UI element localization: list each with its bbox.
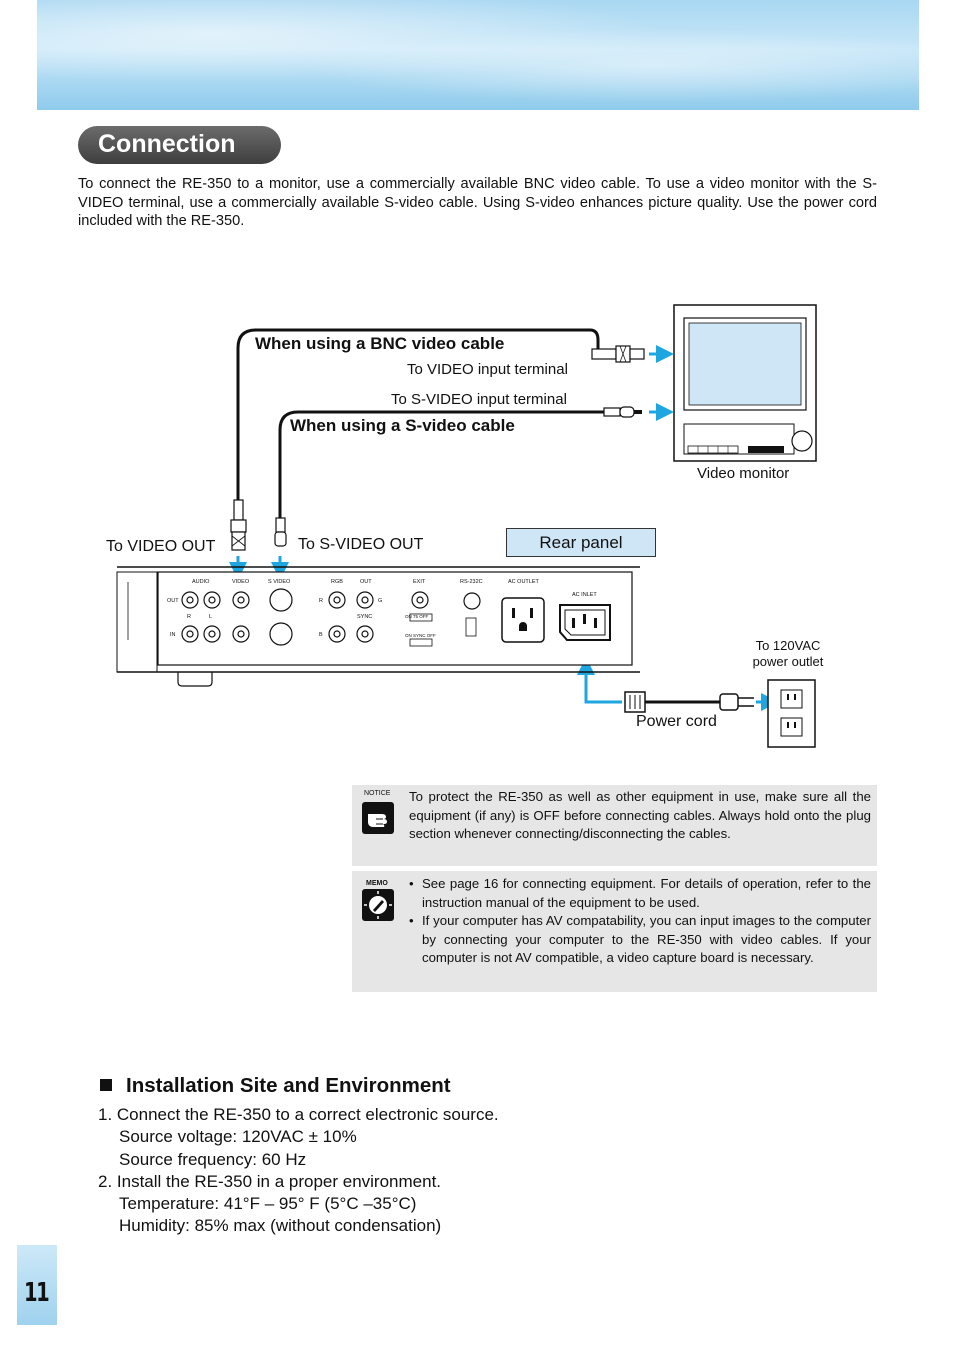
panel-label-g: G <box>378 598 382 604</box>
page-tab <box>17 1245 57 1325</box>
header-banner <box>37 0 919 110</box>
power-cord-label: Power cord <box>636 713 717 730</box>
panel-label-b: B <box>319 632 323 638</box>
panel-label-sync: SYNC <box>357 614 372 620</box>
panel-label-on-sync-off: ON SYNC OFF <box>405 633 436 638</box>
memo-item: If your computer has AV compatability, y… <box>409 912 871 968</box>
panel-label-on-off: ON 75 OFF <box>405 614 429 619</box>
section-title-pill: Connection <box>78 126 281 164</box>
panel-label-ac-inlet: AC INLET <box>572 592 597 598</box>
installation-steps: 1. Connect the RE-350 to a correct elect… <box>98 1104 499 1238</box>
svideo-cable <box>274 406 642 547</box>
notice-text: To protect the RE-350 as well as other e… <box>409 789 871 841</box>
panel-label-l: L <box>209 614 212 620</box>
connection-arrows <box>229 345 674 704</box>
panel-label-video: VIDEO <box>232 579 250 585</box>
outlet-label: To 120VAC power outlet <box>738 638 838 670</box>
hand-pointer-icon <box>362 802 394 834</box>
notice-icon-label: NOTICE <box>364 790 391 797</box>
panel-label-audio: AUDIO <box>192 579 210 585</box>
outlet-label-line1: To 120VAC <box>755 638 821 653</box>
panel-label-out-port: OUT <box>167 598 179 604</box>
panel-label-out: OUT <box>360 579 372 585</box>
notice-box: NOTICE To protect the RE-350 as well as … <box>352 785 877 866</box>
panel-label-rs232c: RS-232C <box>460 579 483 585</box>
panel-label-exit: EXIT <box>413 579 426 585</box>
rear-panel-device <box>116 566 640 687</box>
panel-label-ac-outlet: AC OUTLET <box>508 579 540 585</box>
installation-heading-text: Installation Site and Environment <box>126 1074 451 1097</box>
step-1-voltage: Source voltage: 120VAC ± 10% <box>119 1127 357 1147</box>
to-svideo-out-label: To S-VIDEO OUT <box>298 536 424 553</box>
intro-paragraph: To connect the RE-350 to a monitor, use … <box>78 176 877 229</box>
installation-heading: Installation Site and Environment <box>100 1074 451 1098</box>
memo-box: MEMO See page 16 for connecting equipmen… <box>352 871 877 992</box>
to-video-out-label: To VIDEO OUT <box>106 538 216 555</box>
page-title: Connection <box>98 130 236 158</box>
panel-label-rgb-r: R <box>319 598 323 604</box>
to-video-input-label: To VIDEO input terminal <box>407 361 568 378</box>
panel-label-in-port: IN <box>170 632 176 638</box>
step-1: 1. Connect the RE-350 to a correct elect… <box>98 1105 499 1124</box>
panel-label-rgb: RGB <box>331 579 343 585</box>
connection-diagram: AUDIO VIDEO S VIDEO RGB OUT EXIT RS-232C… <box>116 304 817 748</box>
memo-item: See page 16 for connecting equipment. Fo… <box>409 875 871 912</box>
rear-panel-label: Rear panel <box>506 528 656 557</box>
svideo-heading: When using a S-video cable <box>290 416 515 435</box>
panel-label-svideo: S VIDEO <box>268 579 291 585</box>
memo-icon-label: MEMO <box>366 880 388 887</box>
step-2-temperature: Temperature: 41°F – 95° F (5°C –35°C) <box>119 1194 417 1214</box>
power-cord-icon <box>624 691 779 713</box>
video-monitor-icon <box>673 304 817 462</box>
wall-outlet-icon <box>767 679 816 748</box>
step-1-frequency: Source frequency: 60 Hz <box>119 1149 307 1169</box>
bnc-cable <box>230 328 645 551</box>
bnc-heading: When using a BNC video cable <box>255 334 505 353</box>
square-bullet-icon <box>100 1079 112 1091</box>
step-2-humidity: Humidity: 85% max (without condensation) <box>119 1216 442 1236</box>
memo-pencil-icon <box>362 889 394 921</box>
to-svideo-input-label: To S-VIDEO input terminal <box>391 391 567 408</box>
page-number: 11 <box>24 1278 50 1308</box>
panel-label-r: R <box>187 614 191 620</box>
video-monitor-label: Video monitor <box>697 465 790 482</box>
outlet-label-line2: power outlet <box>752 654 824 669</box>
step-2: 2. Install the RE-350 in a proper enviro… <box>98 1171 442 1191</box>
memo-list: See page 16 for connecting equipment. Fo… <box>409 875 871 968</box>
